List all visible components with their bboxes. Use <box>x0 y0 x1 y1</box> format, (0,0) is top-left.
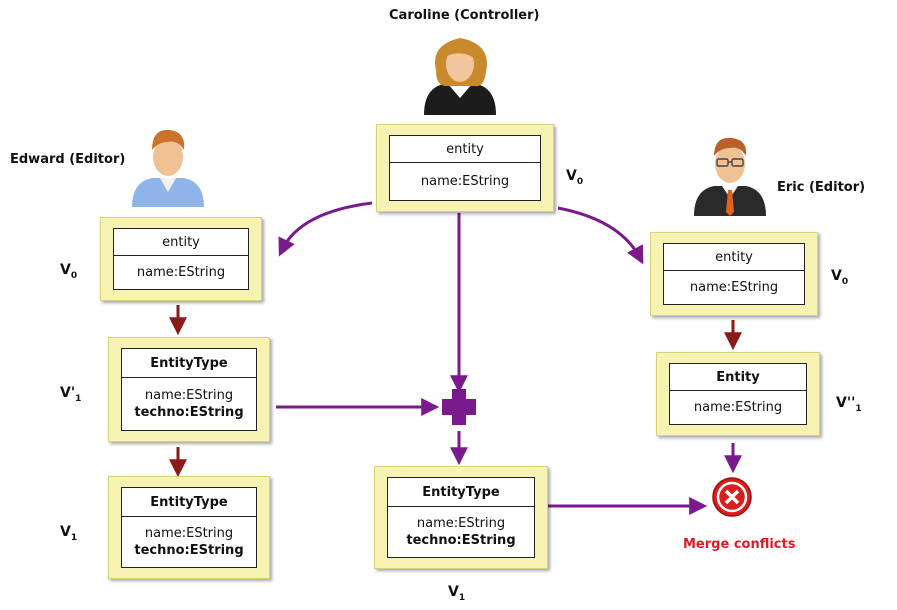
version-label-eric-v0: V0 <box>831 268 849 287</box>
edward-v1-model: EntityType name:EString techno:EString <box>108 476 270 579</box>
class-attributes: name:EString <box>670 391 806 424</box>
conflict-x-icon <box>712 477 752 517</box>
attribute: name:EString <box>693 400 783 415</box>
version-label-caroline: V0 <box>566 168 584 187</box>
class-box: EntityType name:EString techno:EString <box>387 477 535 558</box>
attribute: name:EString <box>144 388 234 403</box>
version-label-merged: V1 <box>448 584 466 603</box>
merge-conflicts-label: Merge conflicts <box>683 537 796 552</box>
arrow-caroline-to-edward <box>278 201 373 257</box>
class-header: entity <box>114 229 248 256</box>
class-header: EntityType <box>388 478 534 507</box>
attribute: techno:EString <box>406 533 516 548</box>
version-label-edward-v1p: V'1 <box>60 385 82 404</box>
class-box: EntityType name:EString techno:EString <box>121 487 257 568</box>
merge-plus-icon <box>442 389 476 425</box>
attribute: name:EString <box>420 174 510 189</box>
class-attributes: name:EString <box>390 163 540 200</box>
class-header: EntityType <box>122 349 256 378</box>
merged-v1-model: EntityType name:EString techno:EString <box>374 466 548 569</box>
caroline-v0-model: entity name:EString <box>376 124 554 212</box>
attribute: name:EString <box>136 265 226 280</box>
class-box: EntityType name:EString techno:EString <box>121 348 257 431</box>
edward-avatar-icon <box>132 129 204 207</box>
controller-name: Caroline (Controller) <box>389 8 540 23</box>
class-attributes: name:EString <box>664 271 804 304</box>
attribute: techno:EString <box>134 405 244 420</box>
class-header: Entity <box>670 364 806 391</box>
version-label-edward-v0: V0 <box>60 262 78 281</box>
class-box: entity name:EString <box>113 228 249 290</box>
caroline-avatar-icon <box>424 38 496 115</box>
class-attributes: name:EString techno:EString <box>122 517 256 567</box>
attribute: name:EString <box>416 516 506 531</box>
version-label-edward-v1: V1 <box>60 524 78 543</box>
editor-right-name: Eric (Editor) <box>777 180 866 195</box>
edward-v0-model: entity name:EString <box>100 217 262 301</box>
eric-v1pp-model: Entity name:EString <box>656 352 820 436</box>
edward-v1p-model: EntityType name:EString techno:EString <box>108 337 270 442</box>
class-attributes: name:EString techno:EString <box>388 507 534 557</box>
attribute: techno:EString <box>134 543 244 558</box>
class-attributes: name:EString techno:EString <box>122 378 256 430</box>
attribute: name:EString <box>144 526 234 541</box>
class-header: entity <box>390 136 540 163</box>
attribute: name:EString <box>689 280 779 295</box>
version-label-eric-v1pp: V''1 <box>836 395 862 414</box>
class-header: entity <box>664 244 804 271</box>
eric-v0-model: entity name:EString <box>650 232 818 316</box>
class-box: Entity name:EString <box>669 363 807 425</box>
class-header: EntityType <box>122 488 256 517</box>
editor-left-name: Edward (Editor) <box>10 152 126 167</box>
class-box: entity name:EString <box>389 135 541 201</box>
arrow-caroline-to-eric <box>557 206 644 265</box>
class-attributes: name:EString <box>114 256 248 289</box>
class-box: entity name:EString <box>663 243 805 305</box>
eric-avatar-icon <box>694 137 766 216</box>
